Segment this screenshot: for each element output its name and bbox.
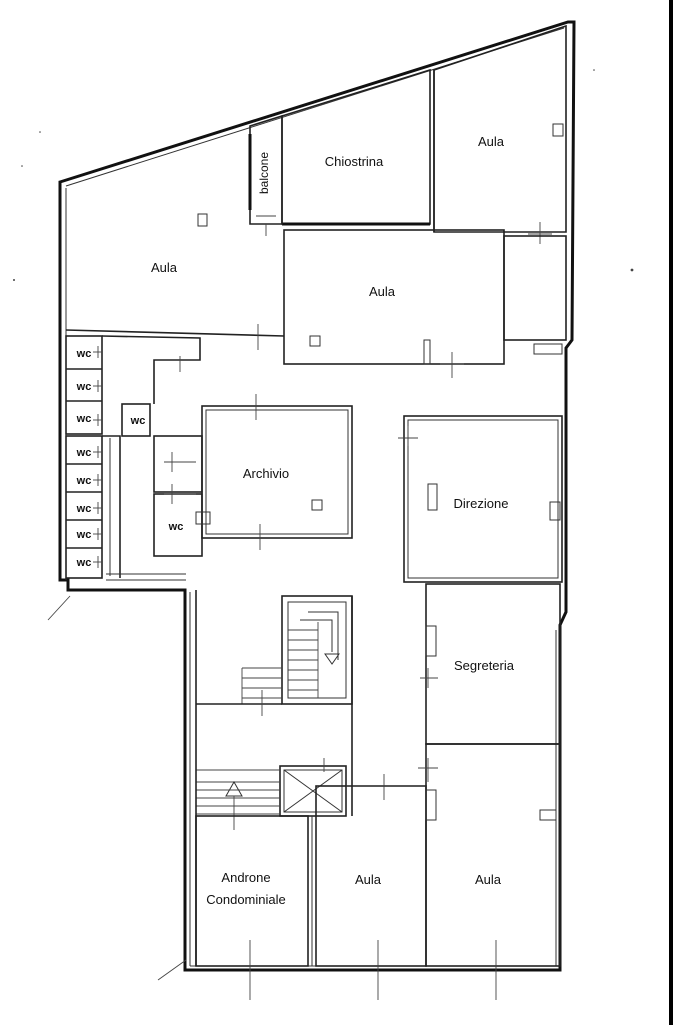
room-aula-bottom-center [315, 774, 427, 1000]
corridor-walls [195, 590, 353, 966]
label-balcone: balcone [257, 152, 271, 194]
label-wc: wc [76, 557, 92, 569]
room-direzione [398, 415, 563, 583]
label-wc: wc [76, 475, 92, 487]
label-wc: wc [76, 503, 92, 515]
room-aula-center [283, 229, 505, 378]
label-wc: wc [76, 381, 92, 393]
room-aula-bottom-right [418, 743, 561, 1000]
room-androne [195, 815, 309, 1000]
label-aula-bottom-center: Aula [355, 872, 382, 887]
label-androne-line1: Androne [221, 870, 270, 885]
stray-marks [13, 69, 634, 281]
room-chiostrina [281, 68, 431, 226]
room-archivio [195, 394, 353, 550]
label-androne-line2: Condominiale [206, 892, 286, 907]
label-wc: wc [168, 521, 184, 533]
wc-block [65, 335, 203, 581]
label-aula-center: Aula [369, 284, 396, 299]
label-wc: wc [76, 348, 92, 360]
label-aula-left: Aula [151, 260, 178, 275]
entrance-steps [196, 769, 280, 830]
stairwell [196, 595, 353, 716]
label-wc: wc [76, 529, 92, 541]
elevator [279, 758, 347, 817]
room-aula-top-right [433, 24, 567, 244]
label-wc: wc [76, 447, 92, 459]
label-wc: wc [76, 413, 92, 425]
label-segreteria: Segreteria [454, 658, 515, 673]
label-aula-bottom-right: Aula [475, 872, 502, 887]
room-corridor-right [503, 235, 567, 355]
label-wc: wc [130, 415, 146, 427]
room-balcone [248, 114, 283, 236]
label-archivio: Archivio [243, 466, 289, 481]
room-aula-left [65, 213, 285, 350]
label-aula-top-right: Aula [478, 134, 505, 149]
label-chiostrina: Chiostrina [325, 154, 384, 169]
label-direzione: Direzione [454, 496, 509, 511]
